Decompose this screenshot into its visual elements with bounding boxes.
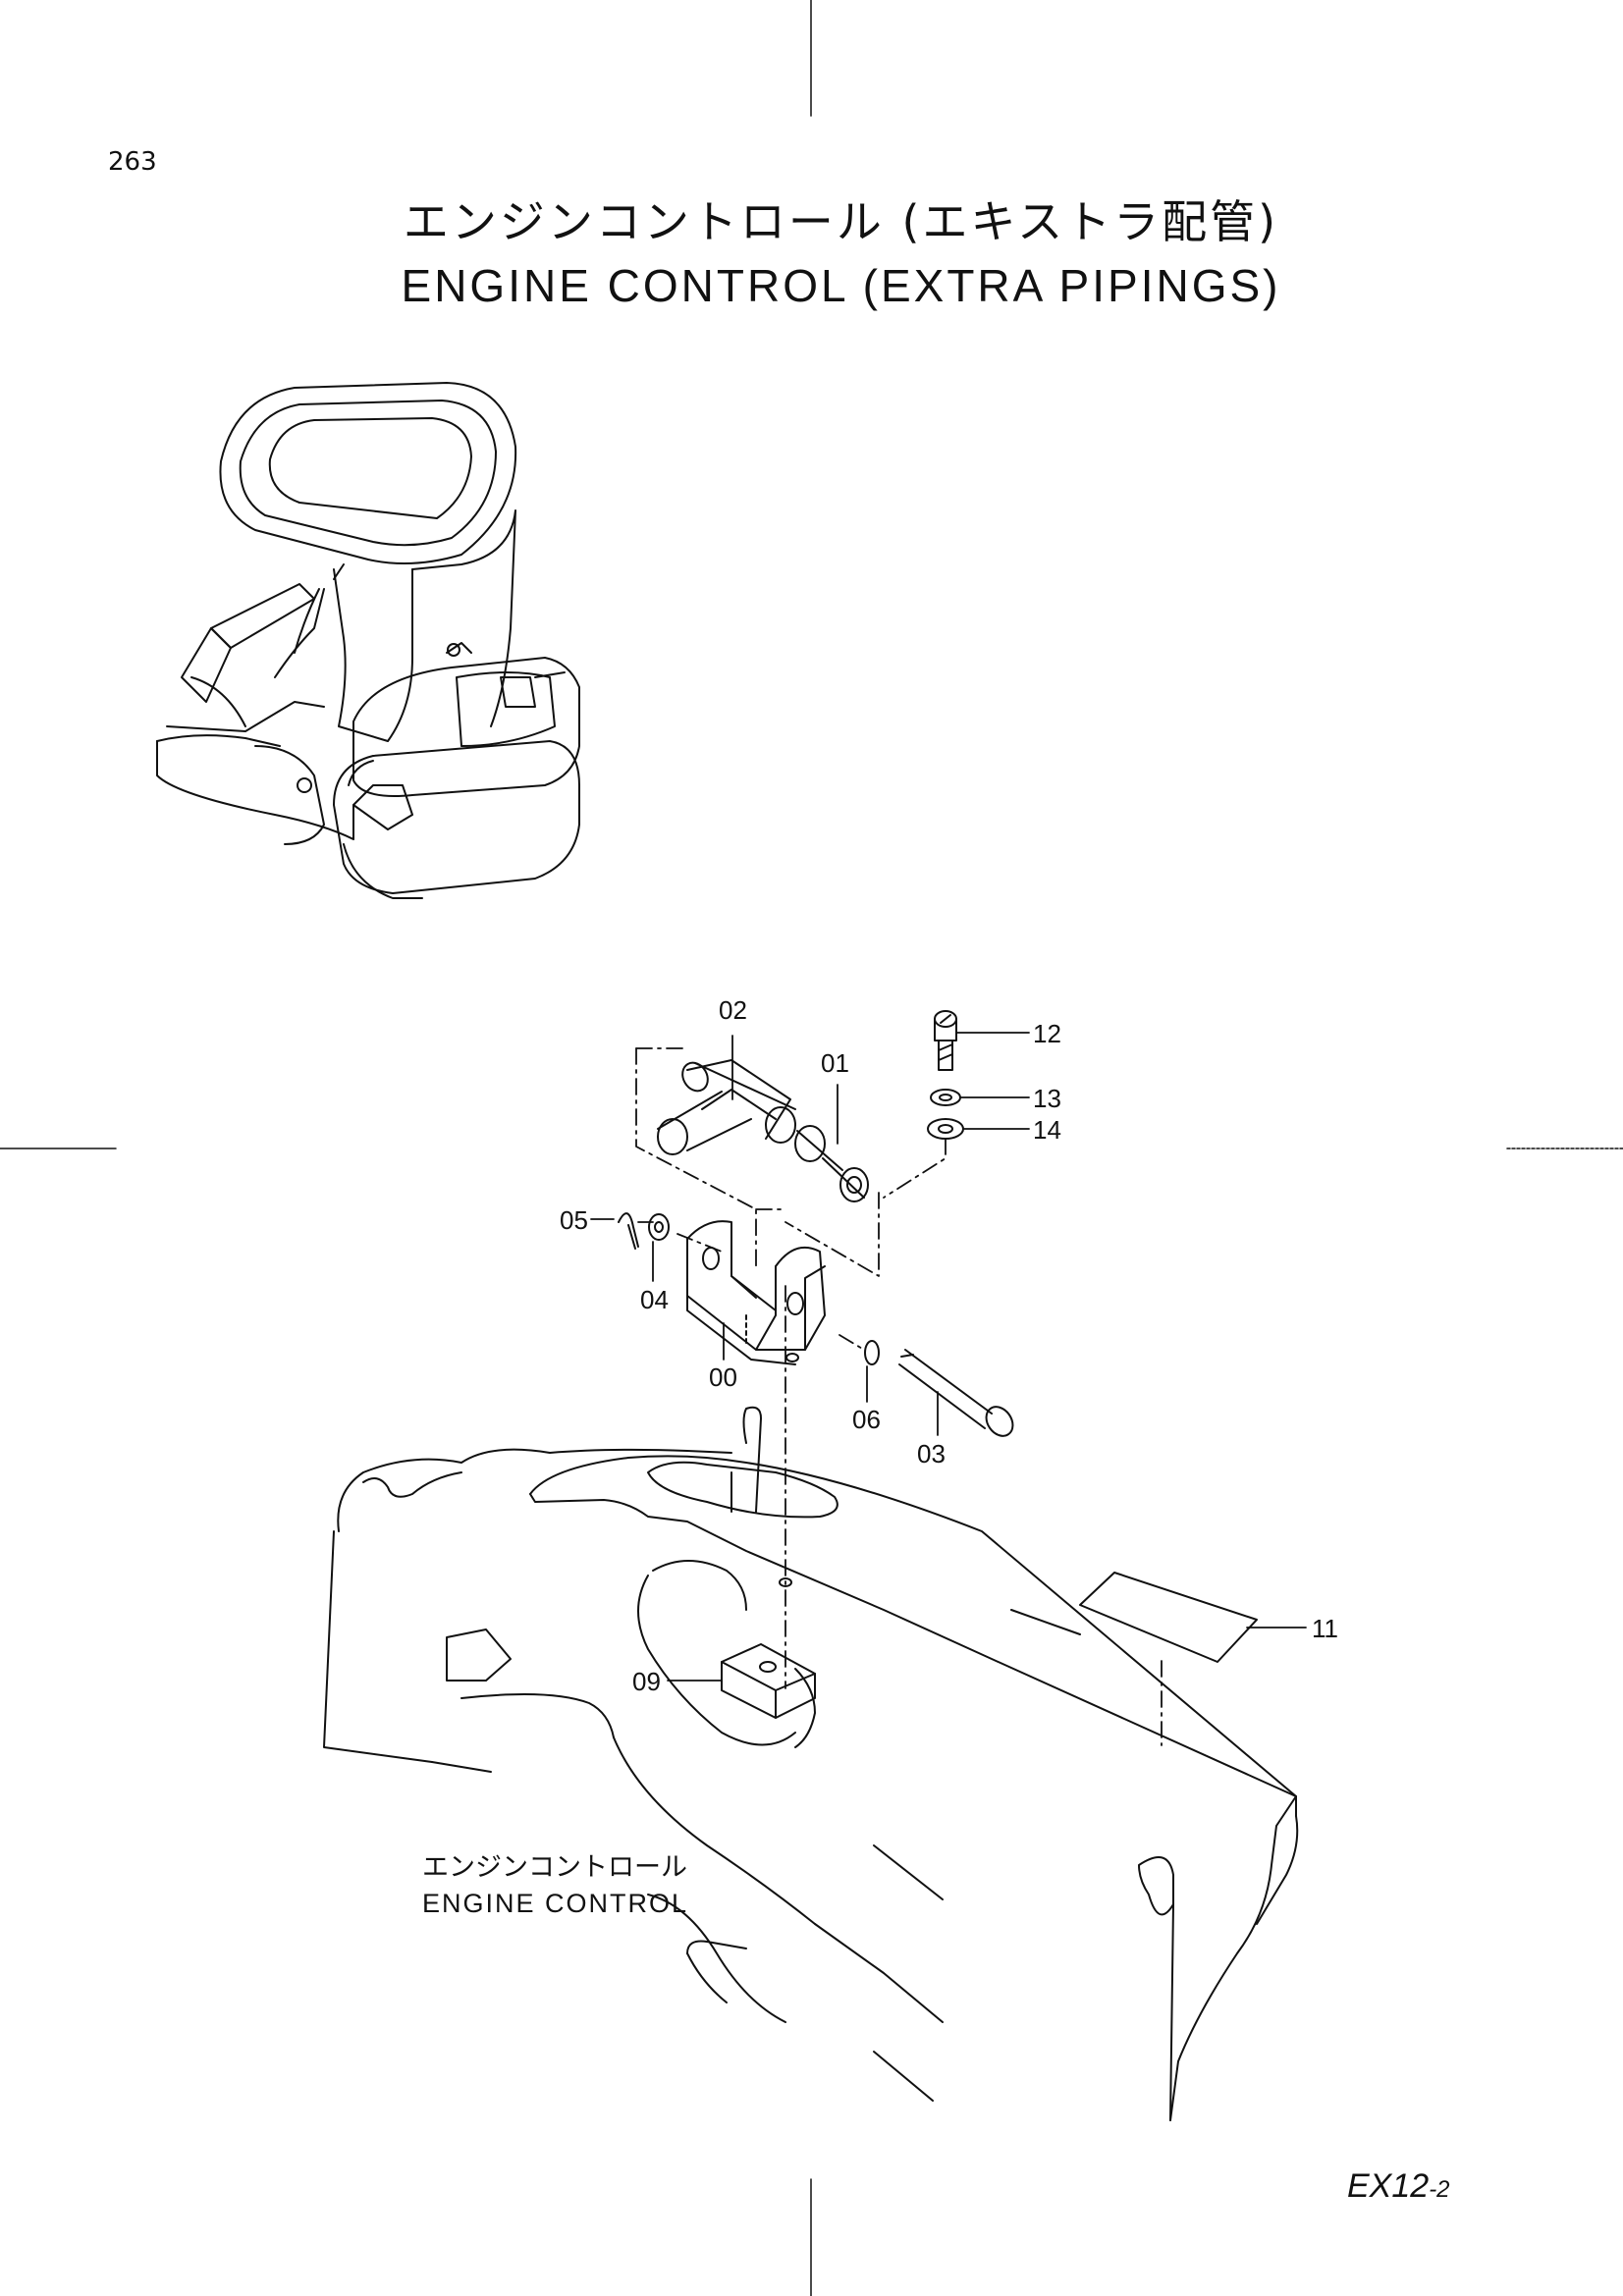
callout-02: 02	[719, 995, 747, 1025]
exploded-view	[323, 1010, 1307, 2121]
model-code-suffix: -2	[1429, 2176, 1450, 2203]
part-05-split-pin	[618, 1212, 639, 1250]
part-12-bolt	[934, 1010, 957, 1071]
part-callouts: 02 01 12 13 14 05 04 00 06 03 09 11	[560, 995, 1338, 1696]
callout-11: 11	[1312, 1614, 1338, 1643]
callout-03: 03	[917, 1439, 946, 1468]
part-09-block	[721, 1643, 816, 1719]
assembly-guide-lines	[635, 1047, 1163, 1746]
machine-overview-illustration	[156, 382, 580, 899]
model-code: EX12-2	[1347, 2167, 1450, 2206]
leader-lines	[590, 1032, 1307, 1682]
floor-cover-panel	[323, 1406, 1299, 2121]
part-06-ring	[864, 1340, 880, 1365]
title-japanese: エンジンコントロール (エキストラ配管)	[403, 195, 1279, 248]
callout-12: 12	[1033, 1019, 1061, 1048]
callout-01: 01	[821, 1048, 849, 1078]
part-11-label-plate	[1079, 1572, 1258, 1663]
part-02-tee-pipe	[657, 1059, 796, 1155]
model-code-main: EX12	[1347, 2167, 1430, 2205]
part-14-washer	[927, 1118, 964, 1140]
callout-05: 05	[560, 1205, 588, 1235]
page-number: 263	[108, 147, 157, 177]
callout-06: 06	[852, 1405, 881, 1434]
callout-14: 14	[1033, 1115, 1061, 1145]
callout-04: 04	[640, 1285, 669, 1314]
caption-english: ENGINE CONTROL	[422, 1889, 689, 1918]
callout-09: 09	[632, 1667, 661, 1696]
part-13-spring-washer	[930, 1089, 961, 1106]
part-04-washer	[648, 1213, 670, 1241]
callout-00: 00	[709, 1362, 737, 1392]
caption-japanese: エンジンコントロール	[422, 1852, 687, 1883]
title-english: ENGINE CONTROL (EXTRA PIPINGS)	[401, 260, 1281, 311]
part-03-pin	[898, 1349, 1014, 1437]
diagram-caption: エンジンコントロール ENGINE CONTROL	[422, 1850, 688, 1921]
part-00-bracket	[686, 1220, 826, 1365]
title-block: エンジンコントロール (エキストラ配管) ENGINE CONTROL (EXT…	[0, 187, 1623, 312]
part-01-pipe	[794, 1125, 869, 1202]
callout-13: 13	[1033, 1084, 1061, 1113]
